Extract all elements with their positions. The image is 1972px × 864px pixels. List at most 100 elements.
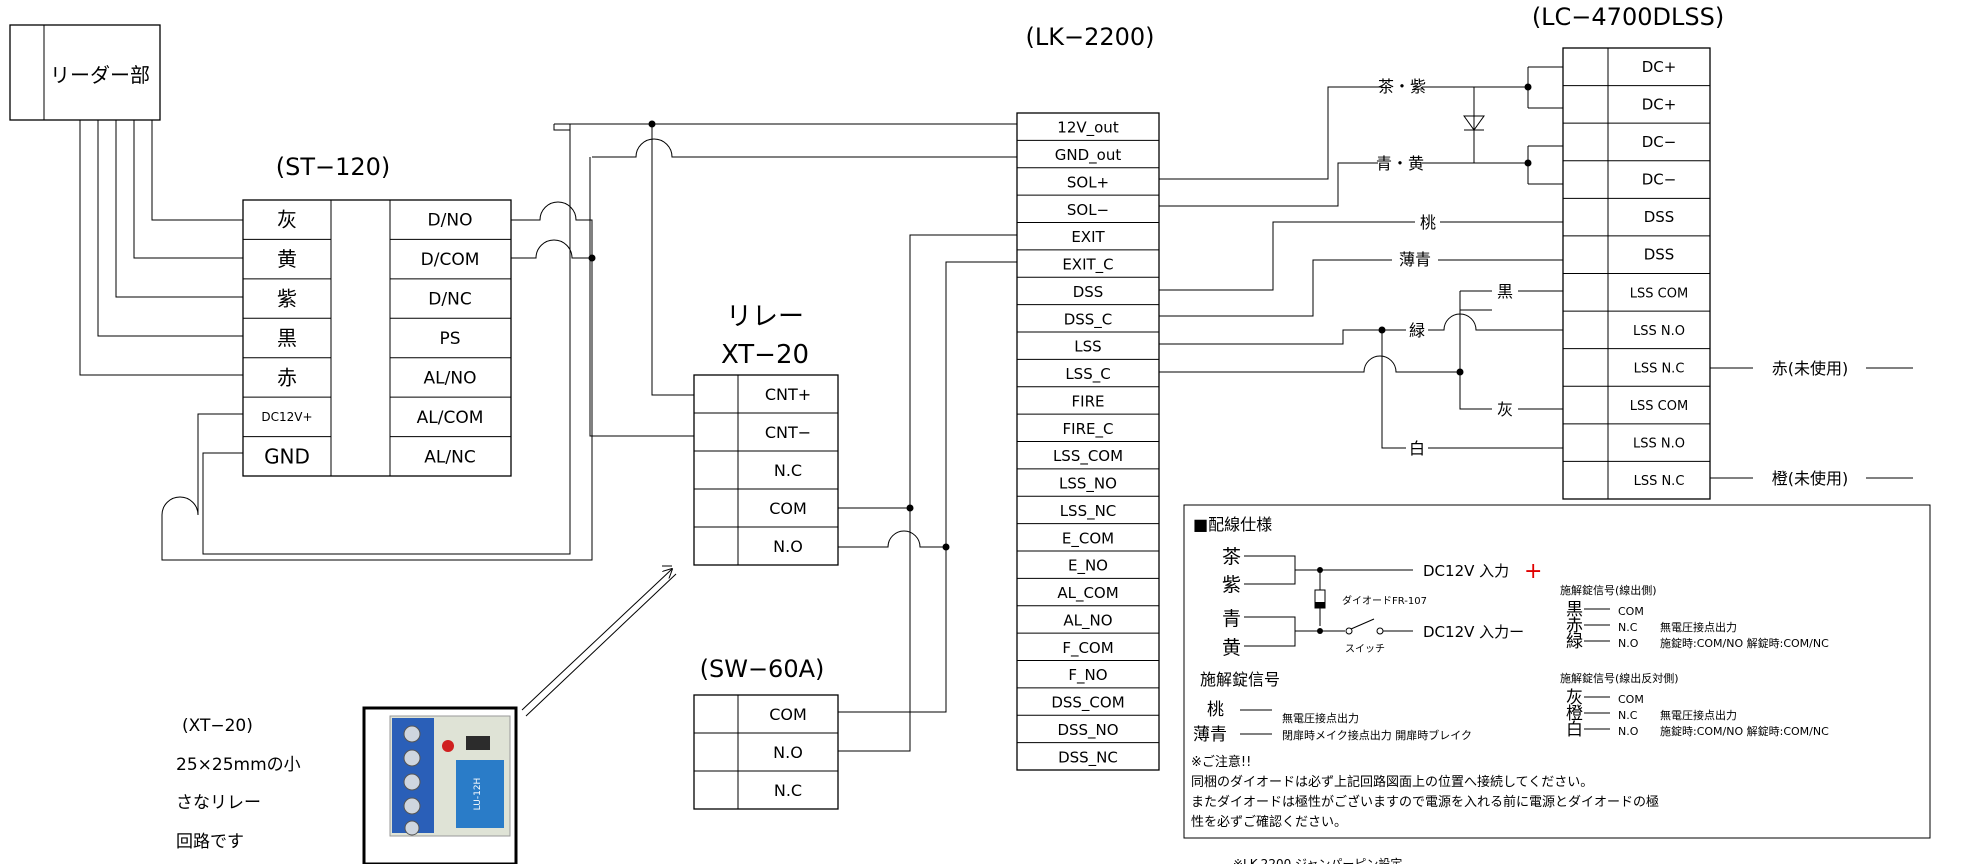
lk2200-row-7: DSS_C	[1064, 310, 1113, 329]
lc4700-row-5: DSS	[1644, 246, 1675, 264]
lc4700-row-2: DC−	[1642, 133, 1677, 151]
lc4700-row-3: DC−	[1642, 171, 1677, 189]
st120-left-3: 黒	[277, 326, 297, 350]
lc4700-row-6: LSS COM	[1630, 286, 1688, 301]
spec-title: ■配線仕様	[1193, 515, 1272, 534]
lk2200-row-23: DSS_NC	[1058, 748, 1118, 767]
spec-sig-title: 施解錠信号	[1200, 670, 1280, 689]
photo-caption: (XT−20) 25×25mmの小 さなリレー 回路です	[176, 716, 301, 852]
spec-cha: 茶	[1222, 546, 1241, 568]
label-daidai-unused: 橙(未使用)	[1772, 469, 1849, 488]
out_side-color-2: 緑	[1566, 632, 1583, 652]
spec-note2: またダイオードは極性がございますので電源を入れる前に電源とダイオードの極	[1191, 794, 1659, 810]
label-kuro: 黒	[1497, 282, 1513, 301]
out_side-color-1: 赤	[1566, 616, 1583, 636]
lc4700-row-0: DC+	[1642, 58, 1677, 76]
lk2200-row-2: SOL+	[1067, 173, 1109, 191]
st120-right-1: D/COM	[421, 250, 480, 270]
spec-note-title: ※ご注意!!	[1191, 754, 1251, 770]
label-momo: 桃	[1420, 213, 1436, 232]
out_side-term-1: N.C	[1618, 621, 1638, 634]
lk2200-row-18: AL_NO	[1063, 611, 1112, 630]
spec-dc-minus: DC12V 入力ー	[1423, 623, 1524, 641]
lk2200-row-0: 12V_out	[1057, 119, 1119, 138]
st120-right-3: PS	[439, 329, 460, 349]
sw60a-title: (SW−60A)	[700, 655, 825, 683]
caption-line-4: 回路です	[176, 832, 244, 852]
lk2200-row-14: LSS_NC	[1060, 502, 1117, 521]
opp_side-term-2: N.O	[1618, 725, 1639, 738]
lc4700-row-10: LSS N.O	[1633, 437, 1685, 452]
st120-left-0: 灰	[277, 208, 297, 232]
lk2200-row-10: FIRE	[1072, 392, 1105, 410]
opp_side-color-0: 灰	[1566, 688, 1583, 708]
lk2200-row-22: DSS_NO	[1057, 721, 1118, 740]
spec-dc-plus: DC12V 入力	[1423, 562, 1509, 580]
spec-note1: 同梱のダイオードは必ず上記回路図面上の位置へ接続してください。	[1191, 774, 1593, 790]
lk2200-row-19: F_COM	[1062, 639, 1113, 658]
relay-row-0: CNT+	[765, 385, 811, 404]
st120-right-4: AL/NO	[424, 368, 477, 388]
lk2200-title: (LK−2200)	[1025, 23, 1154, 51]
st120-left-6: GND	[264, 444, 310, 468]
label-hai: 灰	[1497, 400, 1513, 419]
spec-diode: ダイオードFR-107	[1342, 594, 1427, 607]
st120-left-1: 黄	[277, 247, 297, 271]
lc4700-row-4: DSS	[1644, 208, 1675, 226]
lk-lc-wires	[1159, 66, 1913, 479]
lk2200-row-13: LSS_NO	[1059, 475, 1117, 494]
lk2200-row-11: FIRE_C	[1063, 420, 1114, 439]
lk2200-row-21: DSS_COM	[1051, 694, 1124, 713]
lk2200-row-3: SOL−	[1067, 201, 1109, 219]
lc4700-row-8: LSS N.C	[1634, 361, 1685, 376]
spec-out-title: 施解錠信号(線出側)	[1560, 583, 1657, 597]
st120-right-6: AL/NC	[424, 447, 475, 467]
lk2200-row-6: DSS	[1073, 283, 1104, 301]
opp_side-desc-1: 無電圧接点出力	[1660, 708, 1737, 722]
sw60a-row-2: N.C	[774, 781, 802, 800]
out_side-color-0: 黒	[1566, 600, 1583, 620]
spec-momo: 桃	[1207, 700, 1224, 720]
st120-left-4: 赤	[277, 365, 297, 389]
lk2200-row-9: LSS_C	[1065, 365, 1110, 384]
lk2200-row-8: LSS	[1074, 338, 1101, 356]
st120-right-2: D/NC	[428, 290, 471, 310]
st120-left-5: DC12V+	[261, 410, 312, 424]
spec-ao: 青	[1222, 608, 1241, 630]
relay-row-1: CNT−	[765, 423, 811, 442]
spec-note3: 性を必ずご確認ください。	[1191, 814, 1347, 830]
spec-box: ■配線仕様 茶 紫 DC12V 入力 + ダイオードFR-107 青 黄 DC1…	[1183, 504, 1931, 839]
relay-row-4: N.O	[773, 537, 803, 556]
reader-label: リーダー部	[50, 63, 150, 87]
spec-switch: スイッチ	[1345, 643, 1385, 655]
lk2200-row-12: LSS_COM	[1053, 447, 1123, 466]
opp_side-color-2: 白	[1566, 720, 1583, 740]
lc4700-row-1: DC+	[1642, 95, 1677, 113]
spec-momo-desc: 無電圧接点出力	[1282, 711, 1359, 725]
caption-line-2: 25×25mmの小	[176, 755, 301, 775]
lk2200-row-5: EXIT_C	[1062, 256, 1113, 275]
st120-output-wires	[161, 124, 596, 561]
opp_side-desc-2: 施錠時:COM/NO 解錠時:COM/NC	[1660, 724, 1829, 738]
power-wires	[553, 120, 1017, 437]
label-shiro: 白	[1409, 439, 1425, 458]
label-aka-unused: 赤(未使用)	[1772, 359, 1849, 378]
footer-note: ※LK-2200 ジャンパーピン設定	[1233, 856, 1402, 864]
spec-ki: 黄	[1222, 637, 1241, 659]
relay-photo: LU-12H	[362, 706, 518, 864]
relay-title: リレー	[726, 302, 804, 332]
spec-shi: 紫	[1222, 574, 1241, 596]
lc4700-row-9: LSS COM	[1630, 399, 1688, 414]
lk2200-row-1: GND_out	[1055, 146, 1122, 165]
lc4700-row-7: LSS N.O	[1633, 324, 1685, 339]
caption-line-3: さなリレー	[176, 793, 261, 813]
reader-wires	[79, 120, 243, 376]
relay-exit-wires	[521, 234, 1017, 752]
reader-unit: リーダー部	[9, 24, 161, 121]
st120-right-0: D/NO	[428, 211, 473, 231]
out_side-term-2: N.O	[1618, 637, 1639, 650]
